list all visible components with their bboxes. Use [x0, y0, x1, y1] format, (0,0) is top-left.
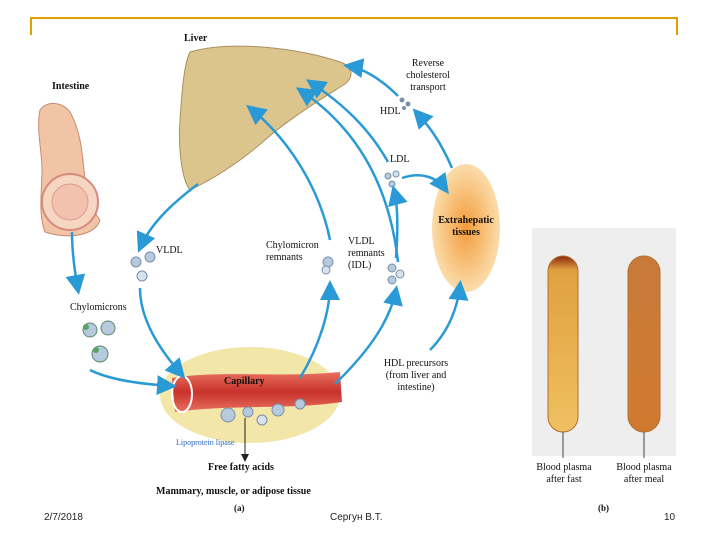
vldl-label: VLDL: [156, 245, 183, 256]
arrow-capillary-to-remnants: [298, 280, 340, 379]
liver-shape: [179, 45, 352, 191]
arrow-chylomicrons-to-capillary: [89, 368, 177, 396]
free-fatty-acids-label: Free fatty acids: [208, 462, 274, 473]
extrahepatic-label: Extrahepatic tissues: [438, 215, 494, 238]
tube-fasting: [547, 255, 579, 433]
chylomicrons-label: Chylomicrons: [70, 302, 127, 313]
slide-frame-right: [676, 17, 678, 35]
arrow-extrahepatic-to-hdl: [412, 108, 454, 169]
hdl-label: HDL: [380, 106, 401, 117]
arrow-remnants-to-liver: [246, 104, 332, 241]
arrow-reverse-transport: [343, 58, 399, 97]
extrahepatic-tissue: [432, 164, 500, 292]
tube-fed: [627, 255, 661, 433]
panel-b-label: (b): [598, 503, 609, 513]
footer-date: 2/7/2018: [44, 512, 83, 523]
arrow-capillary-to-idl: [334, 285, 403, 385]
caption-after-meal: Blood plasma after meal: [616, 462, 672, 485]
arrow-liver-to-vldl: [136, 183, 199, 253]
hdl-particles: [399, 97, 411, 110]
reverse-transport-label: Reverse cholesterol transport: [406, 58, 450, 93]
chylomicron-remnant-particles: [321, 256, 334, 275]
tissue-label: Mammary, muscle, or adipose tissue: [156, 486, 311, 497]
arrow-vldl-to-capillary: [138, 287, 186, 379]
idl-particles: [387, 263, 405, 285]
hdl-precursors-label: HDL precursors (from liver and intestine…: [383, 358, 449, 393]
vldl-remnants-label: VLDL remnants (IDL): [348, 236, 385, 271]
footer-page-number: 10: [664, 512, 676, 523]
arrow-hdl-precursors: [429, 280, 469, 351]
capillary-label: Capillary: [224, 376, 265, 387]
intestine-label: Intestine: [52, 81, 90, 92]
chylomicron-particles: [82, 320, 116, 363]
arrow-ldl-to-extrahepatic: [401, 171, 449, 195]
arrow-ldl-to-liver: [305, 79, 390, 163]
arrow-intestine-to-chylomicrons: [65, 231, 86, 295]
vldl-particles: [130, 251, 156, 282]
arrow-idl-to-liver: [295, 87, 400, 263]
panel-a-label: (a): [234, 503, 245, 513]
ldl-label: LDL: [390, 154, 410, 165]
liver-label: Liver: [184, 33, 208, 44]
ldl-particles: [384, 170, 400, 188]
slide-frame-top: [30, 17, 678, 19]
caption-after-fast: Blood plasma after fast: [536, 462, 592, 485]
slide-frame-left: [30, 17, 32, 35]
lipoprotein-lipase-label: Lipoprotein lipase: [176, 438, 235, 447]
footer-author: Сергун В.Т.: [330, 512, 383, 523]
chylomicron-remnants-label: Chylomicron remnants: [266, 240, 319, 263]
arrow-idl-to-ldl: [388, 185, 408, 259]
